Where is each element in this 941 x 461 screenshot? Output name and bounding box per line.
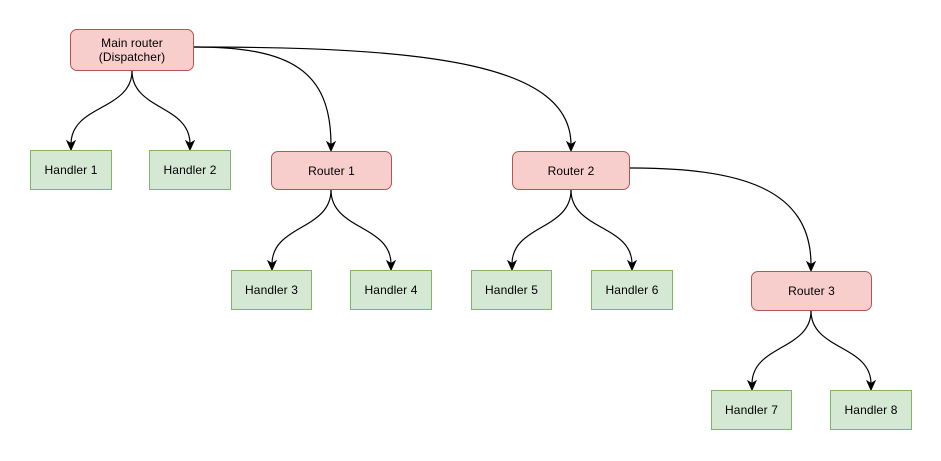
node-label-handler-6: Handler 6 [605, 283, 659, 297]
edge-main-to-handler-1-line [70, 70, 133, 145]
node-handler-7[interactable]: Handler 7 [711, 390, 792, 430]
node-handler-8[interactable]: Handler 8 [830, 390, 912, 430]
node-router-2[interactable]: Router 2 [512, 151, 630, 190]
node-label-handler-7: Handler 7 [725, 403, 778, 417]
edge-router-3-to-handler-7 [746, 310, 812, 392]
node-label-handler-8: Handler 8 [844, 403, 898, 417]
edge-main-to-handler-1-arrowhead-icon [65, 139, 77, 152]
edge-router-1-to-handler-3-line [271, 189, 332, 265]
edge-main-to-handler-2-arrowhead-icon [184, 139, 196, 152]
node-router-1[interactable]: Router 1 [271, 151, 392, 190]
edge-router-1-to-handler-3-arrowhead-icon [266, 259, 278, 272]
node-label-router-1: Router 1 [308, 163, 355, 178]
node-label-handler-5: Handler 5 [485, 283, 538, 297]
edge-router-2-to-router-3 [629, 167, 817, 273]
edge-router-3-to-handler-7-line [751, 310, 812, 385]
node-handler-6[interactable]: Handler 6 [591, 270, 673, 310]
edge-router-2-to-handler-5-arrowhead-icon [506, 259, 518, 272]
edge-router-1-to-handler-4-line [330, 189, 392, 265]
edge-router-1-to-handler-4-arrowhead-icon [385, 259, 397, 272]
edge-router-2-to-handler-5-line [511, 189, 572, 265]
node-handler-5[interactable]: Handler 5 [471, 270, 552, 310]
node-label-handler-1: Handler 1 [44, 163, 98, 177]
edge-router-1-to-handler-4 [330, 189, 397, 272]
edge-router-3-to-handler-8 [810, 310, 877, 392]
node-main-router[interactable]: Main router (Dispatcher) [70, 29, 194, 71]
node-label-handler-3: Handler 3 [245, 283, 298, 297]
edge-router-2-to-handler-6 [570, 189, 638, 272]
edge-router-1-to-handler-3 [266, 189, 332, 272]
edge-main-to-router-1-line [193, 46, 332, 146]
node-handler-2[interactable]: Handler 2 [149, 150, 231, 190]
edge-main-to-router-1 [193, 46, 337, 153]
node-label-handler-2: Handler 2 [163, 163, 217, 177]
edge-router-3-to-handler-8-line [810, 310, 872, 385]
node-handler-4[interactable]: Handler 4 [350, 270, 432, 310]
node-handler-3[interactable]: Handler 3 [231, 270, 312, 310]
edge-router-2-to-router-3-arrowhead-icon [805, 260, 817, 273]
edge-router-3-to-handler-7-arrowhead-icon [746, 379, 758, 392]
edge-router-3-to-handler-8-arrowhead-icon [865, 379, 877, 392]
edge-router-2-to-handler-5 [506, 189, 572, 272]
edge-main-to-router-1-arrowhead-icon [325, 140, 337, 153]
edge-main-to-router-2-line [193, 46, 572, 146]
node-label-handler-4: Handler 4 [364, 283, 418, 297]
edge-router-2-to-handler-6-line [570, 189, 633, 265]
node-label-main-router: Main router (Dispatcher) [98, 36, 166, 64]
node-label-router-3: Router 3 [788, 284, 835, 298]
edge-main-to-router-2-arrowhead-icon [565, 140, 577, 153]
edge-router-2-to-router-3-line [629, 167, 812, 266]
edge-main-to-handler-2 [131, 70, 196, 152]
edge-main-to-router-2 [193, 46, 577, 153]
edge-router-2-to-handler-6-arrowhead-icon [626, 259, 638, 272]
node-handler-1[interactable]: Handler 1 [30, 150, 112, 190]
node-label-router-2: Router 2 [547, 163, 595, 178]
node-router-3[interactable]: Router 3 [751, 271, 872, 311]
edge-main-to-handler-1 [65, 70, 133, 152]
edge-main-to-handler-2-line [131, 70, 191, 145]
